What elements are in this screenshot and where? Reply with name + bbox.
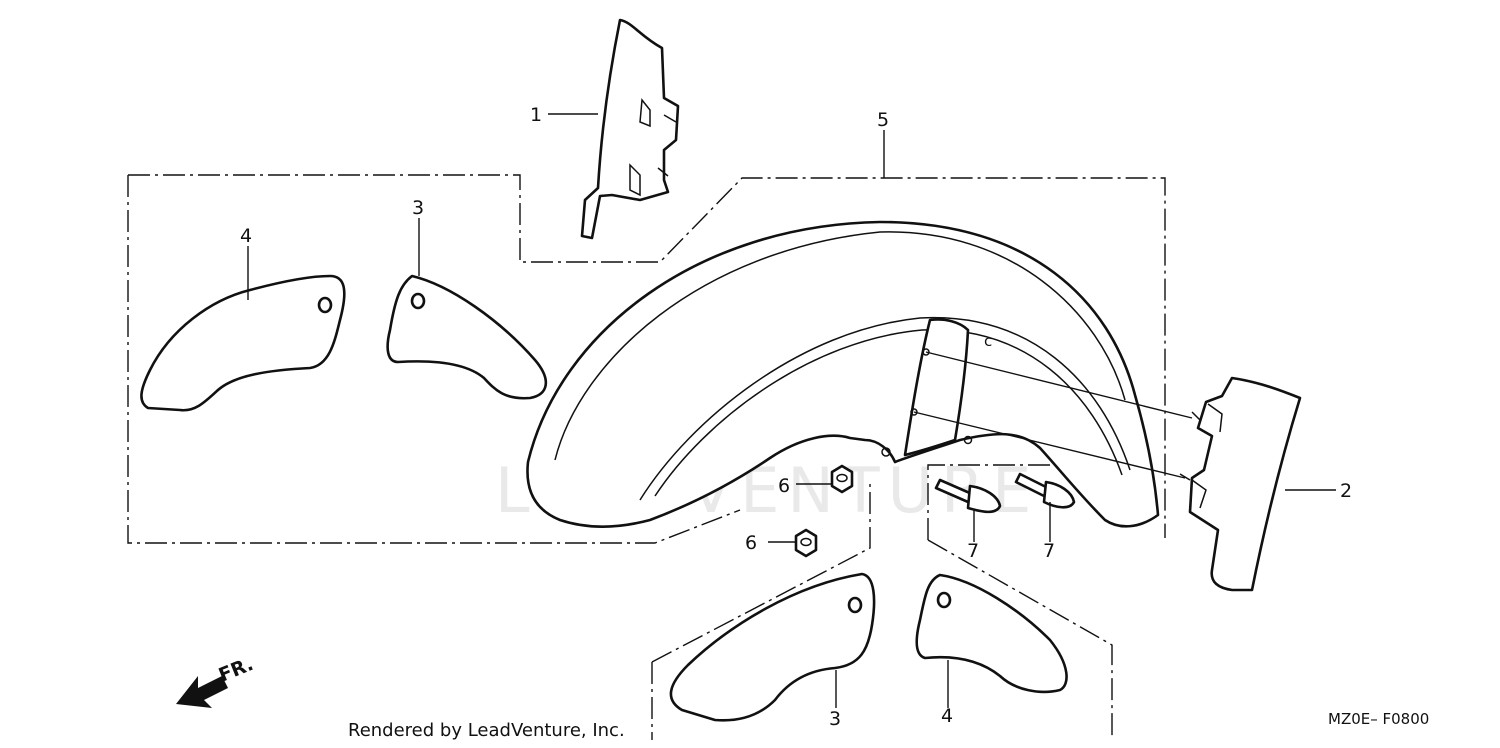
flange-bolt-left xyxy=(934,478,1002,514)
group-outline-bottom-right xyxy=(927,464,1113,740)
flange-nut-lower xyxy=(794,528,818,558)
callout-6-lower: 6 xyxy=(745,532,757,554)
front-fender: c xyxy=(526,220,1160,529)
leader-lines-fender xyxy=(913,351,1193,479)
flange-bolt-right xyxy=(1014,472,1076,509)
callout-2: 2 xyxy=(1340,480,1352,502)
drawing-code: MZ0E– F0800 xyxy=(1328,710,1429,728)
callout-3-top: 3 xyxy=(412,197,424,219)
footer-credit: Rendered by LeadVenture, Inc. xyxy=(348,720,625,741)
callout-5: 5 xyxy=(877,109,889,131)
mount-bracket-side xyxy=(1179,376,1302,592)
group-outline-bottom-left xyxy=(651,480,871,740)
callout-7-right: 7 xyxy=(1043,540,1055,562)
callout-7-left: 7 xyxy=(967,540,979,562)
callout-4-bottom: 4 xyxy=(941,705,953,727)
svg-text:c: c xyxy=(984,332,992,350)
fender-pad-3-lower xyxy=(669,572,876,722)
mount-bracket-upper xyxy=(580,18,680,240)
flange-nut-upper xyxy=(830,464,854,494)
callout-3-bottom: 3 xyxy=(829,708,841,730)
callout-leaders xyxy=(247,113,1336,708)
front-direction-label: FR. xyxy=(216,653,257,687)
callout-1: 1 xyxy=(530,104,542,126)
callout-6-upper: 6 xyxy=(778,475,790,497)
callout-4-top: 4 xyxy=(240,225,252,247)
front-direction-arrow-icon xyxy=(176,676,228,708)
fender-pad-4-upper xyxy=(140,274,346,412)
fender-pad-3-upper xyxy=(386,274,547,400)
group-outline-left xyxy=(127,174,1166,544)
fender-pad-4-lower xyxy=(915,573,1068,694)
